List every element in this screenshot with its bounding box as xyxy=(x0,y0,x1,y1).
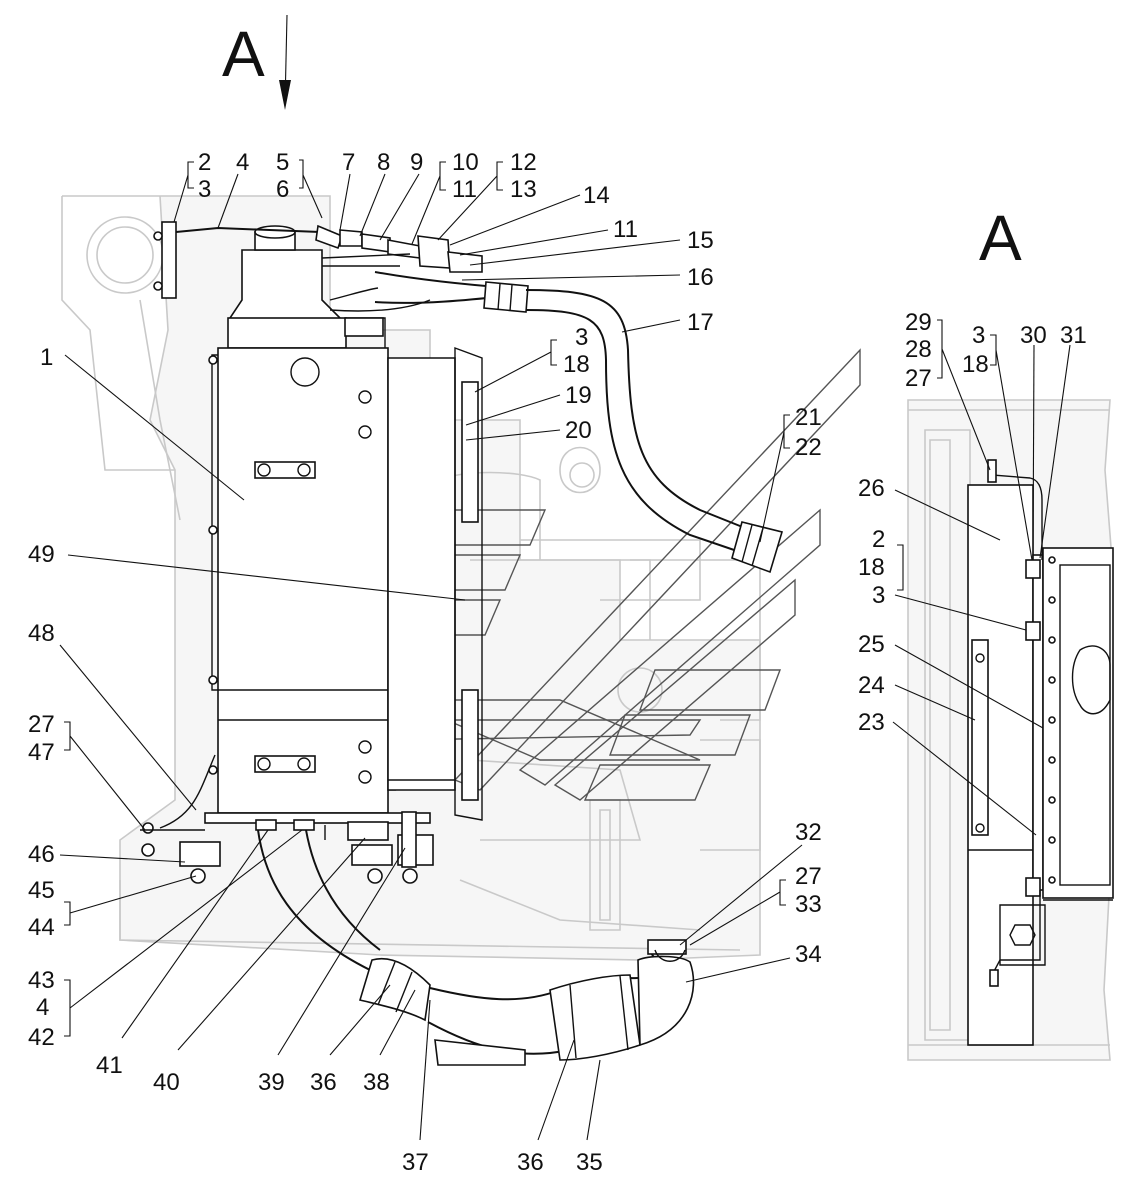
callout-label: 3 xyxy=(972,322,985,349)
callout-label: 41 xyxy=(96,1052,123,1079)
callout-label: 18 xyxy=(858,554,885,581)
callout-label: 9 xyxy=(410,149,423,176)
view-a-detail xyxy=(907,399,1114,1061)
callout-label: 7 xyxy=(342,149,355,176)
callout-label: 38 xyxy=(363,1069,390,1096)
callout-label: 2 xyxy=(198,149,211,176)
callout-label: 42 xyxy=(28,1024,55,1051)
callout-label: 27 xyxy=(905,365,932,392)
callout-label: 45 xyxy=(28,877,55,904)
callout-label: 2 xyxy=(872,526,885,553)
callout-label: 18 xyxy=(962,351,989,378)
callout-label: 10 xyxy=(452,149,479,176)
callout-label: 18 xyxy=(563,351,590,378)
callout-label: 26 xyxy=(858,475,885,502)
callout-label: 24 xyxy=(858,672,885,699)
leader-lines xyxy=(59,14,1071,1141)
view-arrow-label: A xyxy=(222,18,265,90)
callout-label: 47 xyxy=(28,739,55,766)
callout-label: 23 xyxy=(858,709,885,736)
callout-label: 21 xyxy=(795,404,822,431)
lower-hose-group xyxy=(257,825,695,1066)
callout-label: 27 xyxy=(795,863,822,890)
callout-label: 35 xyxy=(576,1149,603,1176)
callout-label: 15 xyxy=(687,227,714,254)
callout-label: 36 xyxy=(517,1149,544,1176)
callout-label: 16 xyxy=(687,264,714,291)
callout-label: 6 xyxy=(276,176,289,203)
callout-label: 34 xyxy=(795,941,822,968)
callout-label: 32 xyxy=(795,819,822,846)
callout-label: 40 xyxy=(153,1069,180,1096)
callout-label: 36 xyxy=(310,1069,337,1096)
view-title-label: A xyxy=(979,202,1022,274)
callout-label: 19 xyxy=(565,382,592,409)
callout-label: 30 xyxy=(1020,322,1047,349)
callout-label: 4 xyxy=(36,994,49,1021)
callout-label: 8 xyxy=(377,149,390,176)
callout-label: 3 xyxy=(198,176,211,203)
callout-label: 46 xyxy=(28,841,55,868)
callout-label: 39 xyxy=(258,1069,285,1096)
callout-label: 49 xyxy=(28,541,55,568)
callout-label: 31 xyxy=(1060,322,1087,349)
callout-label: 5 xyxy=(276,149,289,176)
callout-label: 1 xyxy=(40,344,53,371)
callout-label: 17 xyxy=(687,309,714,336)
callout-label: 4 xyxy=(236,149,249,176)
callout-label: 37 xyxy=(402,1149,429,1176)
upper-hose-group xyxy=(153,221,784,574)
callout-label: 14 xyxy=(583,182,610,209)
callout-label: 28 xyxy=(905,336,932,363)
callout-label: 33 xyxy=(795,891,822,918)
callout-label: 3 xyxy=(872,582,885,609)
callout-label: 43 xyxy=(28,967,55,994)
callout-label: 12 xyxy=(510,149,537,176)
callout-label: 44 xyxy=(28,914,55,941)
callout-label: 27 xyxy=(28,711,55,738)
callout-label: 11 xyxy=(452,176,477,203)
radiator-assembly xyxy=(140,225,483,884)
callout-label: 3 xyxy=(575,324,588,351)
callout-label: 11 xyxy=(613,216,638,243)
callout-labels: A A 2 3 4 5 6 7 8 9 10 11 12 13 14 11 15… xyxy=(28,18,1087,1176)
callout-label: 20 xyxy=(565,417,592,444)
callout-label: 22 xyxy=(795,434,822,461)
callout-label: 48 xyxy=(28,620,55,647)
callout-label: 25 xyxy=(858,631,885,658)
callout-label: 13 xyxy=(510,176,537,203)
callout-label: 29 xyxy=(905,309,932,336)
